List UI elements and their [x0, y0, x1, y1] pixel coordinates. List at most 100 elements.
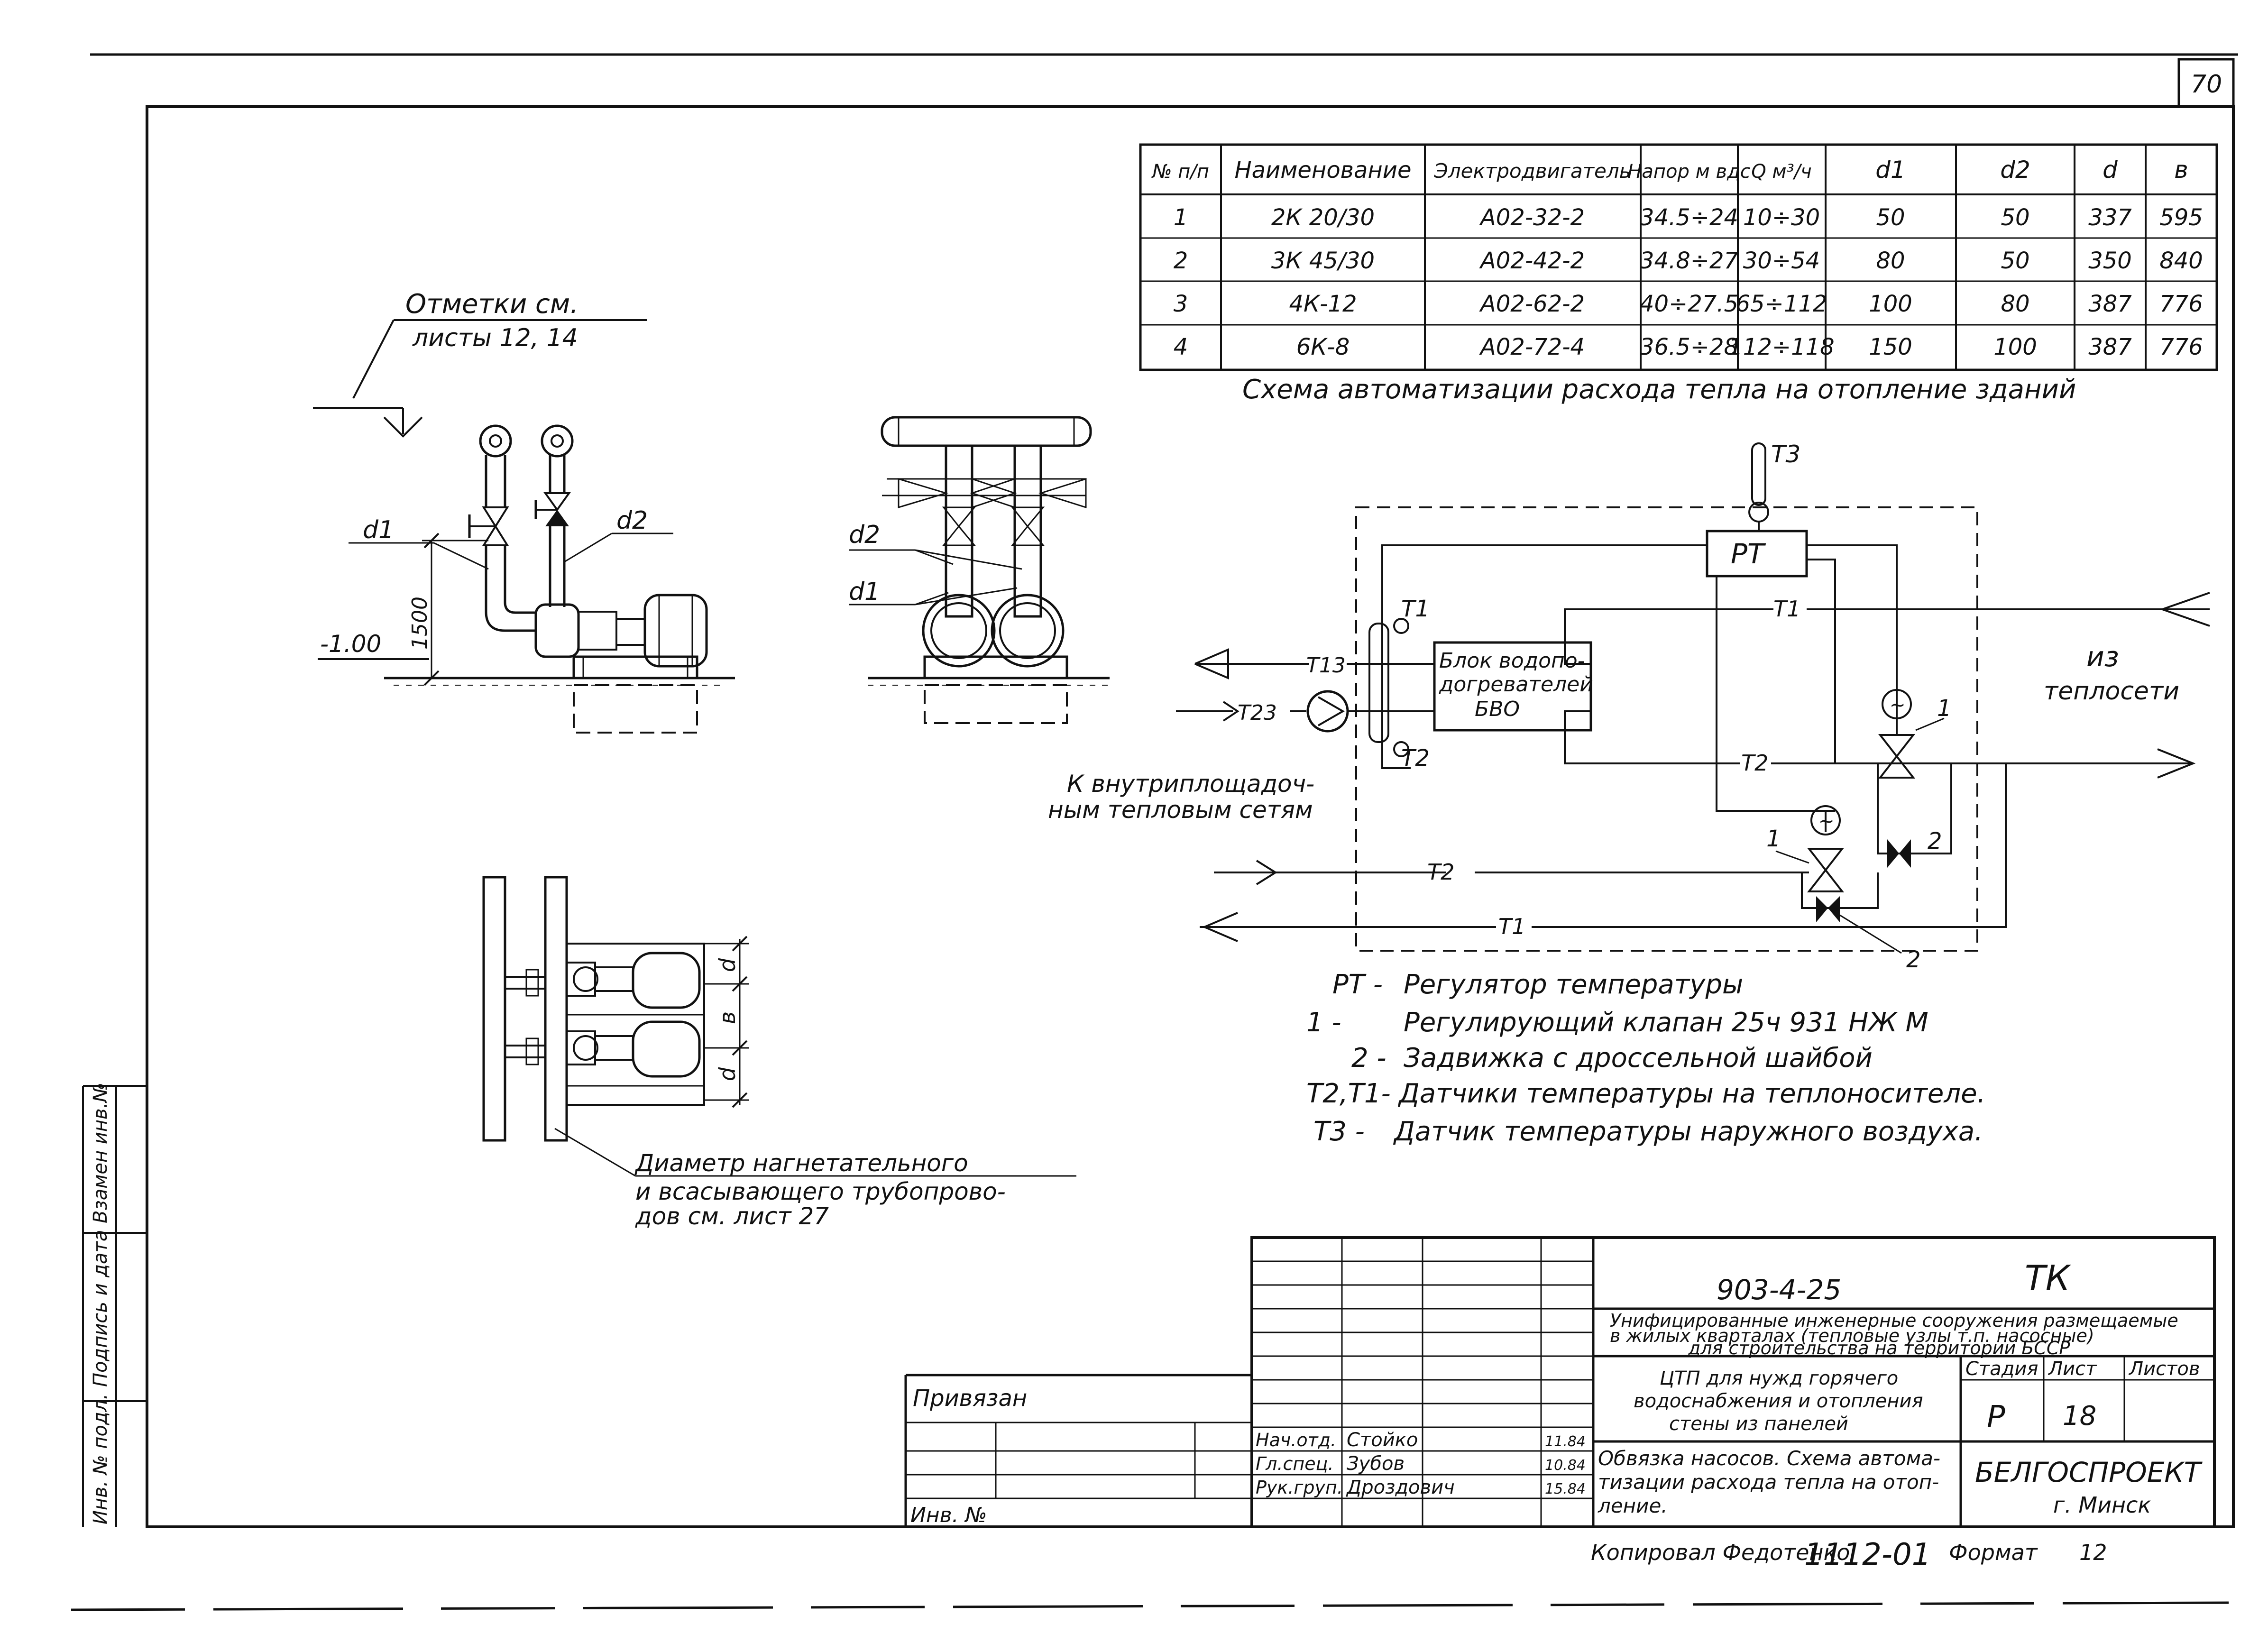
- page-number: 70: [2191, 70, 2222, 99]
- title-bound: Привязан: [913, 1385, 1027, 1412]
- table-cell: 50: [2001, 248, 2029, 274]
- bottom-trim-line: [71, 1601, 2229, 1611]
- bvo-block-line-1: Блок водопо-: [1439, 649, 1585, 673]
- title-project-line-3: для строительства на территории БССР: [1688, 1338, 2070, 1358]
- line-t23-label: Т23: [1238, 701, 1277, 725]
- title-org: БЕЛГОСПРОЕКТ: [1975, 1456, 2203, 1488]
- legend-text: Регулятор температуры: [1404, 969, 1743, 1000]
- table-cell: 337: [2088, 204, 2132, 231]
- legend-text: Регулирующий клапан 25ч 931 НЖ М: [1404, 1007, 1928, 1038]
- pump-plan-view: d в d Диаметр нагнетательного и всасываю…: [482, 876, 1076, 1230]
- side-label-d1: d1: [363, 516, 394, 544]
- table-header-cell: Электродвигатель: [1434, 159, 1631, 183]
- side-stamp-replace: Взамен инв.№: [90, 1083, 111, 1223]
- plan-note-line-3: дов см. лист 27: [635, 1202, 829, 1230]
- sensor-t2-label: Т2: [1401, 745, 1430, 771]
- title-object-line-1: ЦТП для нужд горячего: [1660, 1367, 1898, 1389]
- table-cell: 150: [1869, 334, 1912, 360]
- title-inv: Инв. №: [910, 1503, 987, 1527]
- plan-dim-d-top: d: [715, 958, 740, 972]
- title-sheet-line-2: тизации расхода тепла на отоп-: [1598, 1470, 1939, 1494]
- table-cell: 40÷27.5: [1640, 291, 1738, 317]
- table-header-cell: Наименование: [1234, 157, 1411, 184]
- item-1-lower-label: 1: [1766, 826, 1781, 852]
- table-cell: 387: [2088, 291, 2132, 317]
- actuator-lower-symbol: ~: [1818, 810, 1835, 832]
- table-cell: 10÷30: [1743, 204, 1820, 231]
- main-line-t1-label: Т1: [1773, 596, 1800, 622]
- title-code: 903-4-25: [1717, 1274, 1841, 1306]
- title-project-line-1: Унифицированные инженерные сооружения ра…: [1610, 1310, 2178, 1331]
- scheme-title: Схема автоматизации расхода тепла на ото…: [1242, 374, 2076, 405]
- table-cell: 4К-12: [1289, 291, 1357, 317]
- legend-code: 1 -: [1306, 1007, 1341, 1038]
- table-cell: 80: [2001, 291, 2029, 317]
- front-label-d1: d1: [849, 578, 880, 606]
- legend-text: Датчики температуры на теплоносителе.: [1397, 1078, 1985, 1109]
- title-format-value: 12: [2079, 1540, 2107, 1565]
- title-copy-number: 1112-01: [1804, 1537, 1931, 1572]
- table-cell: 4: [1174, 334, 1188, 360]
- table-cell: 30÷54: [1743, 248, 1820, 274]
- title-sheet-label: Лист: [2048, 1358, 2097, 1380]
- plan-note-line-2: и всасывающего трубопрово-: [635, 1178, 1006, 1205]
- table-cell: 100: [1869, 291, 1912, 317]
- role-date: 10.84: [1545, 1457, 1586, 1474]
- table-header-cell: Напор м вдс: [1627, 161, 1750, 183]
- plan-dim-d-bottom: d: [715, 1067, 740, 1081]
- item-1-upper-label: 1: [1937, 695, 1952, 722]
- plan-note-line-1: Диаметр нагнетательного: [634, 1149, 968, 1177]
- sensor-t3-label: Т3: [1771, 441, 1800, 468]
- regulator-rt-label: РТ: [1731, 538, 1766, 570]
- role-name: Дроздович: [1346, 1477, 1455, 1498]
- table-cell: 3: [1174, 291, 1188, 317]
- pump-side-view: Отметки см. листы 12, 14: [313, 289, 735, 734]
- side-label-level: -1.00: [320, 630, 381, 658]
- actuator-upper-symbol: ~: [1890, 694, 1906, 716]
- return-line-t1-label: Т1: [1498, 914, 1525, 939]
- table-cell: 50: [2001, 204, 2029, 231]
- sensor-t1-label: Т1: [1401, 596, 1430, 622]
- plan-dim-b: в: [715, 1011, 740, 1024]
- title-sheet-line-1: Обвязка насосов. Схема автома-: [1598, 1447, 1940, 1470]
- table-cell: 34.8÷27: [1640, 248, 1739, 274]
- role-name: Зубов: [1347, 1453, 1405, 1475]
- table-cell: 112÷118: [1728, 334, 1834, 360]
- page-number-box: [2177, 58, 2235, 108]
- table-cell: А02-62-2: [1479, 291, 1585, 317]
- role-date: 11.84: [1545, 1433, 1586, 1450]
- to-local-line-1: К внутриплощадоч-: [1067, 770, 1314, 798]
- table-header-cell: d2: [2000, 156, 2030, 184]
- item-2-upper-label: 2: [1928, 828, 1942, 854]
- title-stage: Р: [1987, 1400, 2005, 1435]
- table-cell: 387: [2088, 334, 2132, 360]
- table-cell: 840: [2159, 248, 2203, 274]
- table-header-cell: № п/п: [1151, 161, 1209, 183]
- table-cell: 50: [1876, 204, 1905, 231]
- table-cell: 2К 20/30: [1271, 204, 1375, 231]
- side-stamp-inv: Инв. № подл.: [90, 1394, 111, 1524]
- title-format-label: Формат: [1949, 1540, 2038, 1565]
- side-label-d2: d2: [616, 506, 648, 535]
- automation-scheme: Т3 РТ Т1 Т2 Блок водопо- догревателей БВ…: [1048, 441, 2210, 973]
- title-object-line-3: стены из панелей: [1669, 1413, 1848, 1435]
- table-cell: 6К-8: [1296, 334, 1350, 360]
- table-cell: 1: [1174, 204, 1188, 231]
- role-title: Рук.груп.: [1256, 1477, 1343, 1498]
- marks-note-line-1: Отметки см.: [405, 289, 578, 320]
- role-date: 15.84: [1545, 1481, 1586, 1497]
- title-object-line-2: водоснабжения и отопления: [1634, 1390, 1923, 1412]
- item-2-lower-label: 2: [1906, 946, 1921, 973]
- table-cell: А02-72-4: [1479, 334, 1585, 360]
- main-line-t2-label: Т2: [1741, 750, 1768, 776]
- table-cell: 350: [2088, 248, 2132, 274]
- table-cell: А02-32-2: [1479, 204, 1585, 231]
- side-stamp-sign: Подпись и дата: [90, 1230, 111, 1387]
- table-cell: 80: [1876, 248, 1905, 274]
- table-cell: 595: [2159, 204, 2203, 231]
- from-network-line-1: из: [2086, 641, 2119, 673]
